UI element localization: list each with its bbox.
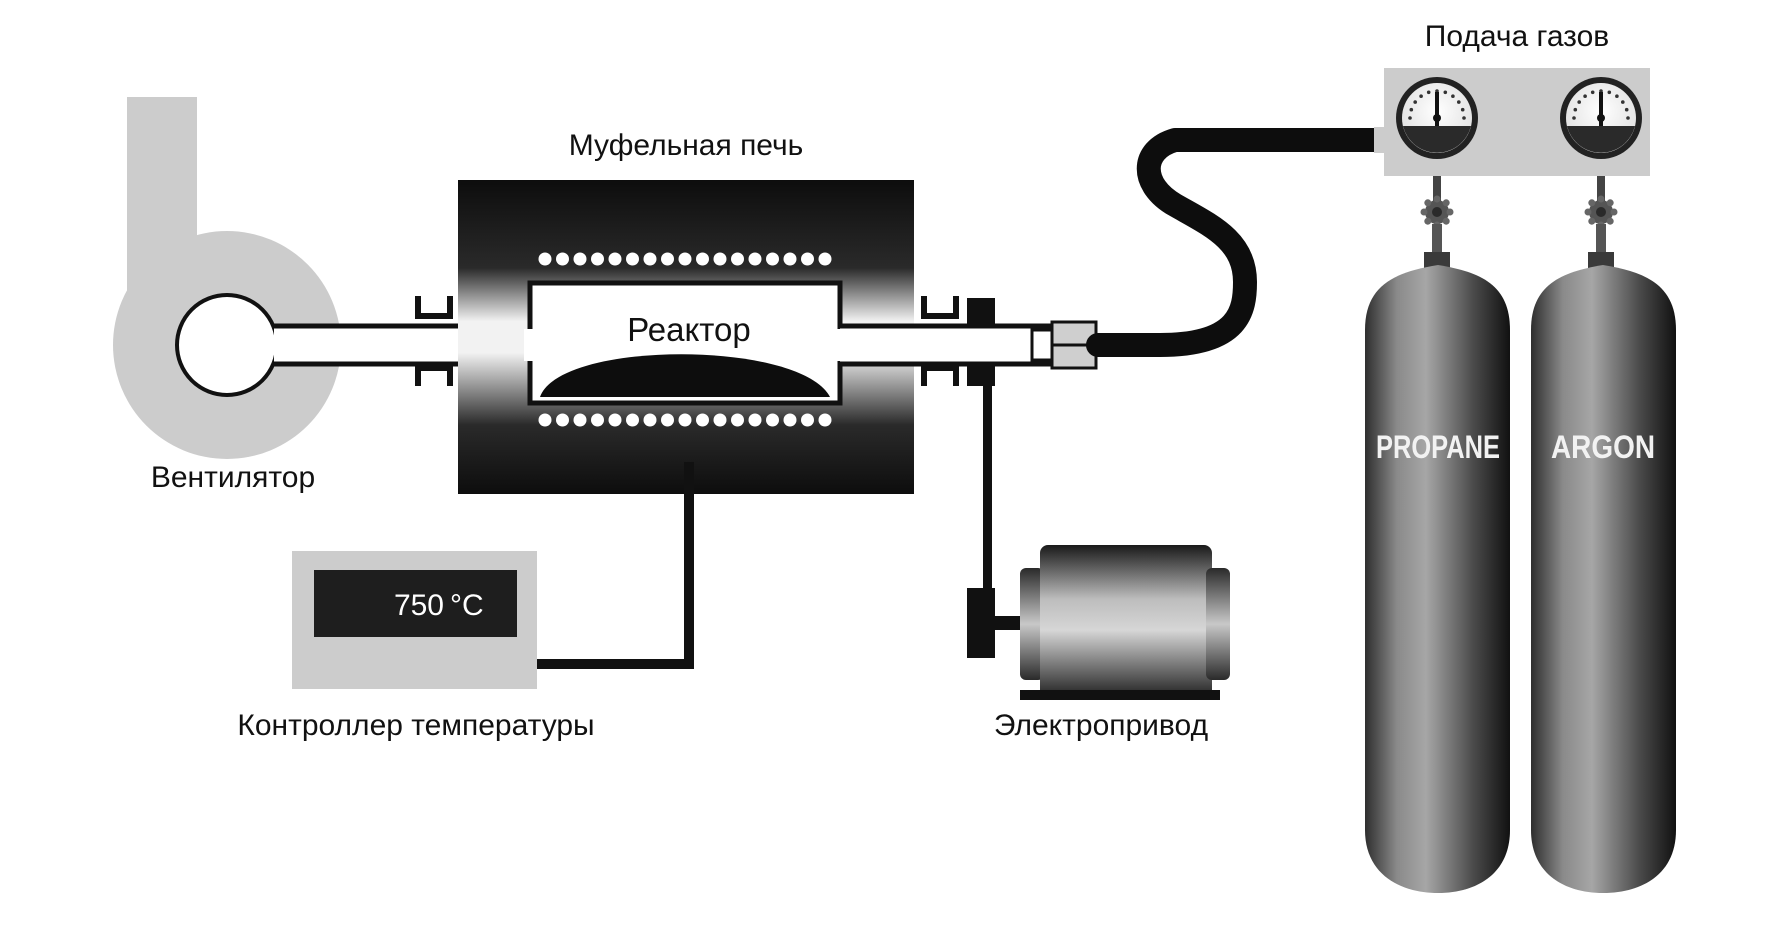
heater-coil xyxy=(608,413,622,427)
electric-drive xyxy=(967,545,1230,700)
heater-coil xyxy=(538,252,552,266)
heater-coil xyxy=(818,413,832,427)
heater-coil xyxy=(731,413,744,427)
pressure-gauges xyxy=(1396,77,1642,159)
heater-coil xyxy=(556,252,569,266)
flange-right xyxy=(921,296,959,386)
heater-coil xyxy=(661,413,674,427)
heater-coil xyxy=(748,413,762,427)
cylinder-argon-label: ARGON xyxy=(1551,429,1655,465)
heater-coil xyxy=(801,252,814,266)
heater-coil xyxy=(538,413,552,427)
controller-display xyxy=(314,570,517,637)
heater-coil xyxy=(573,252,587,266)
heater-coil xyxy=(818,252,832,266)
gas-cylinders: PROPANE ARGON xyxy=(1365,265,1676,893)
motor-pulley xyxy=(967,588,995,658)
cylinder-propane-label: PROPANE xyxy=(1376,429,1500,465)
cylinder-argon: ARGON xyxy=(1531,265,1676,893)
heater-coil xyxy=(626,252,639,266)
heater-coil xyxy=(783,252,797,266)
motor-body xyxy=(1040,545,1212,700)
heater-coil xyxy=(766,252,779,266)
controller-value: 750 xyxy=(394,589,444,622)
flange-left xyxy=(415,296,453,386)
heater-coil xyxy=(678,252,692,266)
motor-shaft xyxy=(995,616,1027,630)
muffle-furnace xyxy=(458,180,914,494)
pressure-gauge-icon xyxy=(1560,77,1642,159)
heater-coil xyxy=(661,252,674,266)
gas-hose xyxy=(1086,128,1392,357)
pressure-gauge-icon xyxy=(1396,77,1478,159)
heater-coil xyxy=(713,252,727,266)
heater-coil xyxy=(591,252,604,266)
heater-coils-bottom xyxy=(538,413,832,427)
valve-icon xyxy=(1420,176,1454,270)
heater-coil xyxy=(783,413,797,427)
label-fan: Вентилятор xyxy=(151,461,315,494)
heater-coil xyxy=(748,252,762,266)
cylinder-valves xyxy=(1420,176,1618,270)
label-gas-supply: Подача газов xyxy=(1425,20,1609,53)
motor-cap-left xyxy=(1020,568,1044,680)
heater-coil xyxy=(713,413,727,427)
label-drive: Электропривод xyxy=(994,709,1208,742)
motor-base xyxy=(1020,690,1220,700)
heater-coil xyxy=(643,413,657,427)
motor-cap-right xyxy=(1206,568,1230,680)
heater-coils-top xyxy=(538,252,832,266)
heater-coil xyxy=(696,252,709,266)
heater-coil xyxy=(626,413,639,427)
hose-end-fitting xyxy=(1374,127,1384,153)
cylinder-propane: PROPANE xyxy=(1365,265,1510,893)
fan-impeller xyxy=(175,293,279,397)
valve-icon xyxy=(1584,176,1618,270)
heater-coil xyxy=(678,413,692,427)
reactor-charge xyxy=(540,354,830,397)
temperature-controller: 750 °C xyxy=(292,462,694,689)
heater-coil xyxy=(573,413,587,427)
gas-manifold xyxy=(1384,68,1650,176)
thermocouple-cable xyxy=(537,462,694,669)
heater-coil xyxy=(801,413,814,427)
label-furnace: Муфельная печь xyxy=(569,129,804,162)
fan xyxy=(113,97,341,459)
heater-coil xyxy=(591,413,604,427)
label-controller: Контроллер температуры xyxy=(237,709,594,742)
drive-pulley xyxy=(967,298,995,658)
heater-coil xyxy=(608,252,622,266)
heater-coil xyxy=(556,413,569,427)
label-reactor: Реактор xyxy=(627,311,751,348)
heater-coil xyxy=(731,252,744,266)
heater-coil xyxy=(643,252,657,266)
heater-coil xyxy=(766,413,779,427)
controller-unit: °C xyxy=(450,589,484,622)
heater-coil xyxy=(696,413,709,427)
